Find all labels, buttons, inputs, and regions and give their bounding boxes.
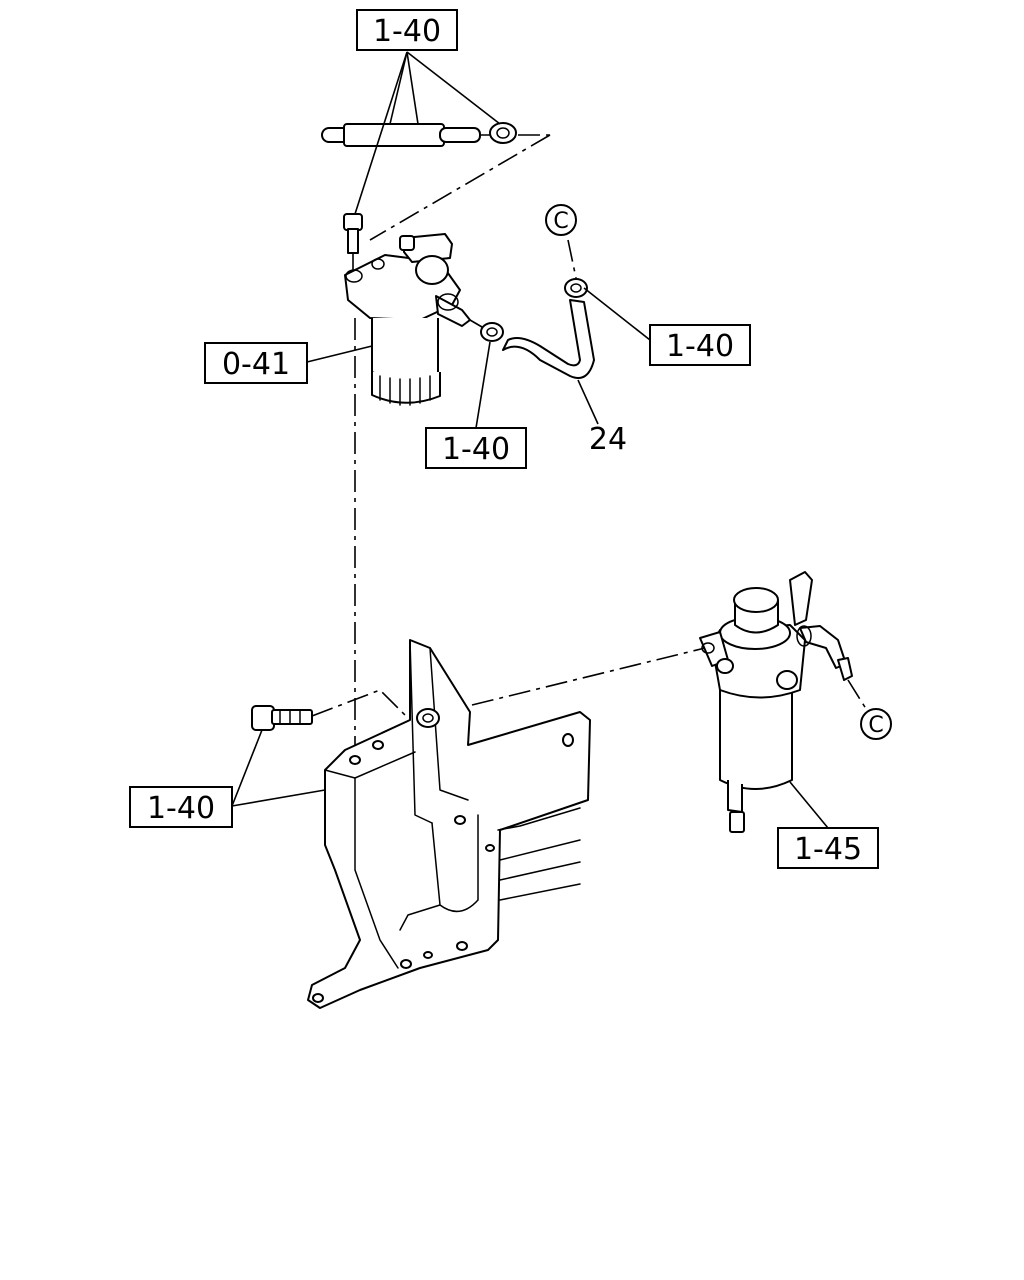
connector-c-bottom-label: C [868, 713, 883, 738]
bolt-filter-head [343, 213, 363, 275]
bolt-bracket [251, 689, 411, 731]
hose-clamp-filter-outlet [469, 319, 504, 342]
callout-filter-element: 0-41 [204, 342, 308, 384]
hose-clamp-c-side [564, 239, 588, 298]
callout-hose-clamp-right: 1-40 [649, 324, 751, 366]
fuel-pipe-top [321, 123, 550, 147]
fuel-filter-element [371, 318, 441, 406]
connector-c-bottom: C [860, 708, 892, 740]
callout-hose-clamp-right-label: 1-40 [666, 329, 734, 364]
connector-c-top-label: C [553, 209, 568, 234]
fuel-filter-assembly [699, 571, 869, 833]
filter-mounting-bracket [307, 639, 591, 1009]
fuel-filter-head [344, 233, 471, 327]
hose-clamp-top [489, 122, 517, 144]
callout-top: 1-40 [356, 9, 458, 51]
callout-hose-clamp-lower: 1-40 [425, 427, 527, 469]
callout-filter-assembly: 1-45 [777, 827, 879, 869]
fuel-hose-24 [502, 299, 595, 379]
callout-top-label: 1-40 [373, 14, 441, 49]
callout-bracket-bolts: 1-40 [129, 786, 233, 828]
connector-c-top: C [545, 204, 577, 236]
callout-hose-clamp-lower-label: 1-40 [442, 432, 510, 467]
hose-part-number: 24 [589, 422, 627, 457]
callout-bracket-bolts-label: 1-40 [147, 791, 215, 826]
callout-filter-element-label: 0-41 [222, 347, 290, 382]
callout-filter-assembly-label: 1-45 [794, 832, 862, 867]
leader-lines [231, 51, 829, 829]
